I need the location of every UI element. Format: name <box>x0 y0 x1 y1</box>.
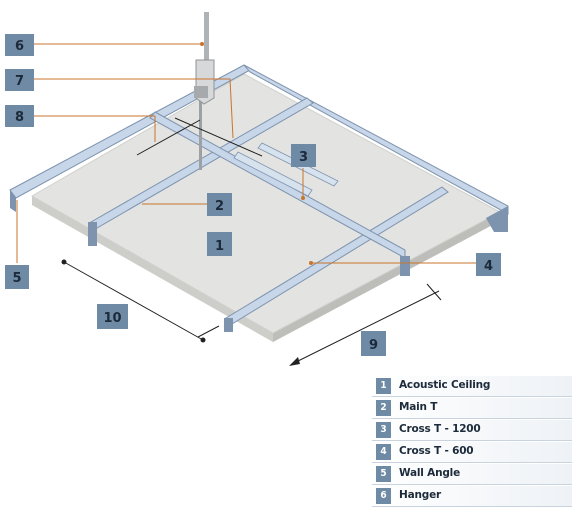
dimension-9-tick <box>426 283 442 301</box>
callout-1-text: 1 <box>215 239 224 254</box>
legend-label: Acoustic Ceiling <box>399 379 491 391</box>
callout-5: 5 <box>5 265 29 289</box>
legend-number: 5 <box>376 466 391 482</box>
leader-lines <box>16 43 476 264</box>
legend-label: Wall Angle <box>399 467 460 479</box>
dimension-line-10 <box>63 261 204 341</box>
callout-9-text: 9 <box>369 338 378 353</box>
legend-number: 3 <box>376 422 391 438</box>
callout-1: 1 <box>207 232 232 256</box>
callout-8-box <box>5 105 34 127</box>
callout-10: 10 <box>97 304 128 329</box>
leader-dot-3 <box>301 196 305 200</box>
leader-7 <box>33 78 234 139</box>
callout-5-box <box>5 265 29 289</box>
marker-line-a <box>136 119 201 156</box>
ceiling-panel-side-right <box>273 212 500 342</box>
callout-7-box <box>5 69 34 91</box>
callout-3-box <box>291 144 316 167</box>
legend-number: 6 <box>376 488 391 504</box>
main-t-end-drop <box>88 222 97 246</box>
hanger-adjuster <box>194 86 208 98</box>
leader-dot-6 <box>200 42 204 46</box>
callout-8-text: 8 <box>15 110 24 125</box>
dimension-10-tick <box>197 325 220 338</box>
callout-2-box <box>207 193 232 216</box>
callout-10-text: 10 <box>103 311 121 326</box>
callout-4-text: 4 <box>484 259 493 274</box>
legend-number: 1 <box>376 378 391 394</box>
cross-t-600-a <box>233 151 313 197</box>
callout-4: 4 <box>476 253 501 276</box>
callout-3-text: 3 <box>299 150 308 165</box>
callout-8: 8 <box>5 105 34 127</box>
dimension-line-9 <box>291 290 440 365</box>
legend-label: Cross T - 1200 <box>399 423 481 435</box>
legend-row: 6 Hanger <box>372 486 572 507</box>
callout-3: 3 <box>291 144 316 167</box>
callout-9-box <box>361 331 386 356</box>
legend-row: 5 Wall Angle <box>372 464 572 485</box>
leader-dot-4 <box>309 261 313 265</box>
callout-2: 2 <box>207 193 232 216</box>
legend-label: Hanger <box>399 489 441 501</box>
callout-10-box <box>97 304 128 329</box>
callout-6-box <box>5 34 34 56</box>
dimension-9-arrow <box>289 357 300 366</box>
marker-line-b <box>174 117 263 157</box>
legend-row: 4 Cross T - 600 <box>372 442 572 463</box>
callout-1-box <box>207 232 232 256</box>
dimension-10-end-a <box>61 259 67 265</box>
callout-7-text: 7 <box>15 74 24 89</box>
main-t-front-end-drop <box>224 318 233 332</box>
callout-7: 7 <box>5 69 34 91</box>
legend-row: 3 Cross T - 1200 <box>372 420 572 441</box>
cross-t-end-drop <box>400 256 410 276</box>
legend-label: Cross T - 600 <box>399 445 474 457</box>
legend-label: Main T <box>399 401 438 413</box>
callout-4-box <box>476 253 501 276</box>
legend: 1 Acoustic Ceiling 2 Main T 3 Cross T - … <box>372 376 572 508</box>
callout-6: 6 <box>5 34 34 56</box>
callout-5-text: 5 <box>12 271 21 286</box>
legend-row: 1 Acoustic Ceiling <box>372 376 572 397</box>
callout-9: 9 <box>361 331 386 356</box>
callout-6-text: 6 <box>15 39 24 54</box>
callout-2-text: 2 <box>215 199 224 214</box>
dimension-10-end-b <box>200 337 206 343</box>
legend-row: 2 Main T <box>372 398 572 419</box>
legend-number: 2 <box>376 400 391 416</box>
hanger-wire <box>199 95 202 170</box>
wall-angle-left-drop <box>10 190 16 212</box>
leader-8 <box>33 115 156 142</box>
hanger-rod <box>204 12 209 84</box>
wall-angle-right-drop <box>486 206 508 232</box>
legend-number: 4 <box>376 444 391 460</box>
